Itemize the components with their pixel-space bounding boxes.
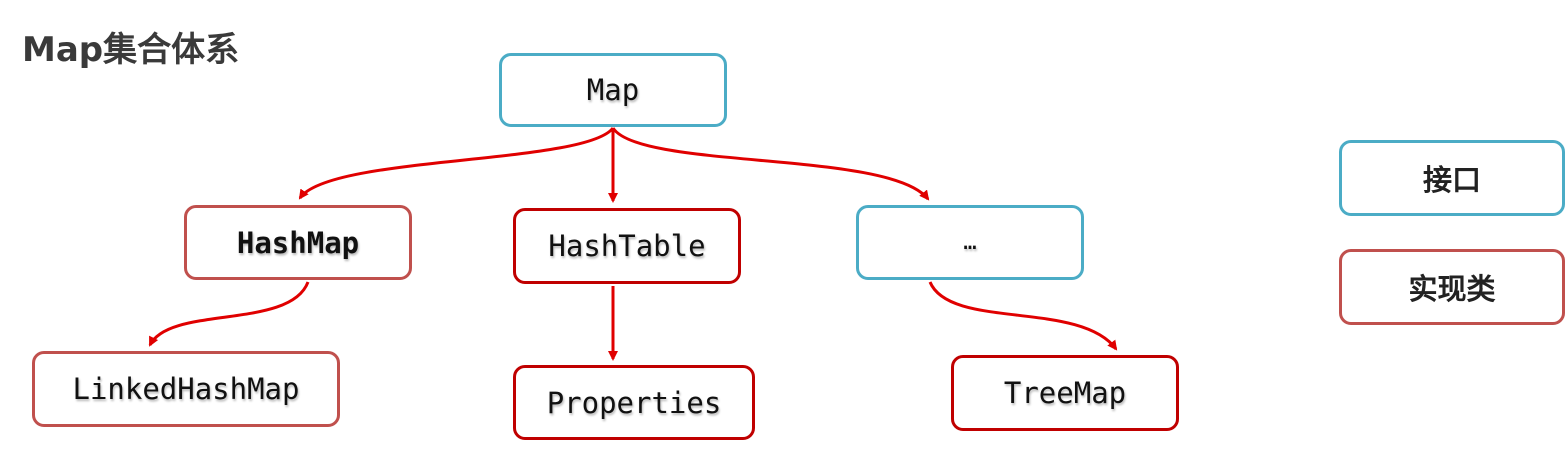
node-properties: Properties: [513, 365, 755, 440]
diagram-title: Map集合体系: [22, 30, 240, 70]
node-linkedhashmap: LinkedHashMap: [32, 351, 340, 427]
node-ellipsis: …: [856, 205, 1084, 280]
edge-ellipsis-treemap: [928, 281, 1118, 351]
node-treemap: TreeMap: [951, 355, 1179, 431]
legend-implementation: 实现类: [1339, 249, 1565, 325]
legend-interface: 接口: [1339, 140, 1565, 216]
edge-hashmap-linkedhashmap: [148, 281, 310, 347]
edge-map-ellipsis: [611, 127, 930, 201]
node-hashmap: HashMap: [184, 205, 412, 280]
node-map: Map: [499, 53, 727, 127]
node-hashtable: HashTable: [513, 208, 741, 284]
edge-map-hashmap: [298, 126, 615, 200]
